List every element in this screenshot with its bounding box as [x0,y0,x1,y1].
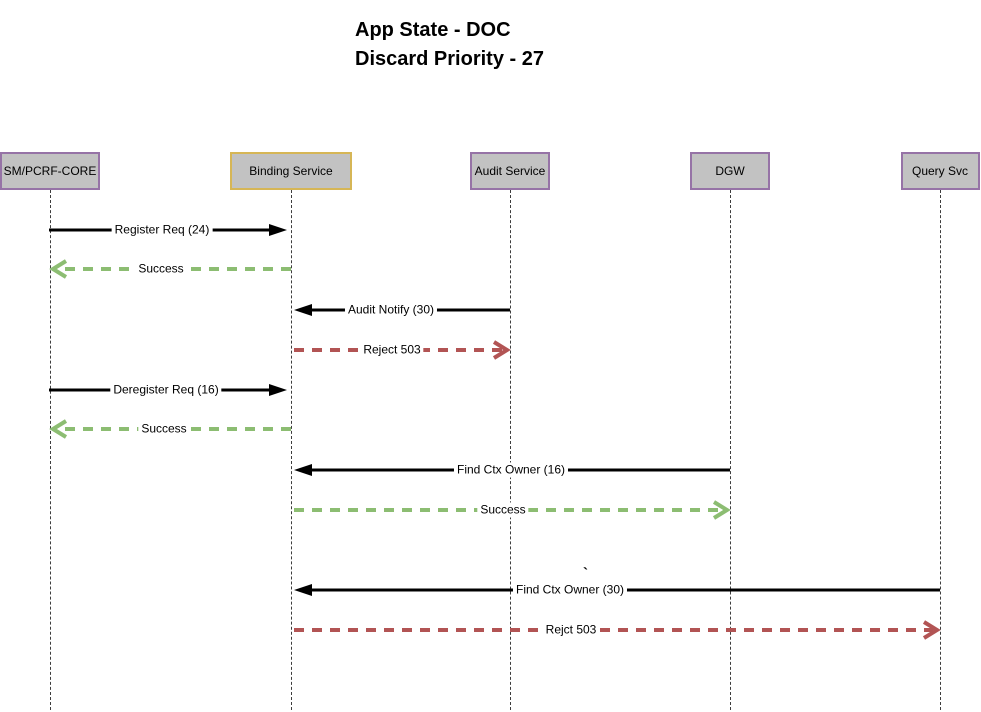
actor-box-query-svc: Query Svc [900,152,980,190]
arrowhead-find-ctx-owner-30 [294,584,312,596]
message-label-audit-notify: Audit Notify (30) [344,302,438,318]
lifeline-sm-pcrf-core [50,190,51,710]
arrowhead-rejct-503 [922,620,941,640]
message-arrow-reject-503 [294,340,511,360]
message-label-find-ctx-success: Success [477,502,529,518]
actor-box-binding-service: Binding Service [230,152,352,190]
message-label-reject-503: Reject 503 [360,342,424,358]
actor-label-binding-service: Binding Service [249,164,333,178]
lifeline-dgw [730,190,731,710]
arrowhead-deregister-req [269,384,287,396]
message-label-find-ctx-owner-30: Find Ctx Owner (30) [512,582,628,598]
message-arrow-rejct-503 [294,620,941,640]
message-label-deregister-success: Success [138,421,190,437]
actor-label-query-svc: Query Svc [911,164,968,178]
message-label-register-success: Success [135,261,187,277]
actor-label-audit-service: Audit Service [474,164,546,178]
message-arrow-find-ctx-success [294,500,731,520]
title-line-2: Discard Priority - 27 [355,48,544,70]
message-label-rejct-503: Rejct 503 [542,622,600,638]
arrowhead-register-req [269,224,287,236]
actor-label-sm-pcrf-core: SM/PCRF-CORE [3,164,97,178]
lifeline-query-svc [940,190,941,710]
message-label-register-req: Register Req (24) [111,222,213,238]
message-label-deregister-req: Deregister Req (16) [110,382,222,398]
lifeline-binding-service [291,190,292,710]
arrowhead-reject-503 [492,340,511,360]
actor-box-sm-pcrf-core: SM/PCRF-CORE [0,152,100,190]
arrowhead-register-success [49,259,68,279]
actor-box-audit-service: Audit Service [470,152,550,190]
arrowhead-deregister-success [49,419,68,439]
message-label-find-ctx-owner-16: Find Ctx Owner (16) [453,462,569,478]
lifeline-audit-service [510,190,511,710]
diagram-title: App State - DOC Discard Priority - 27 [355,16,544,74]
title-line-1: App State - DOC [355,19,511,41]
stray-accent-mark: ` [583,565,588,582]
arrowhead-find-ctx-success [712,500,731,520]
arrowhead-audit-notify [294,304,312,316]
actor-box-dgw: DGW [690,152,770,190]
actor-label-dgw: DGW [715,164,745,178]
arrowhead-find-ctx-owner-16 [294,464,312,476]
